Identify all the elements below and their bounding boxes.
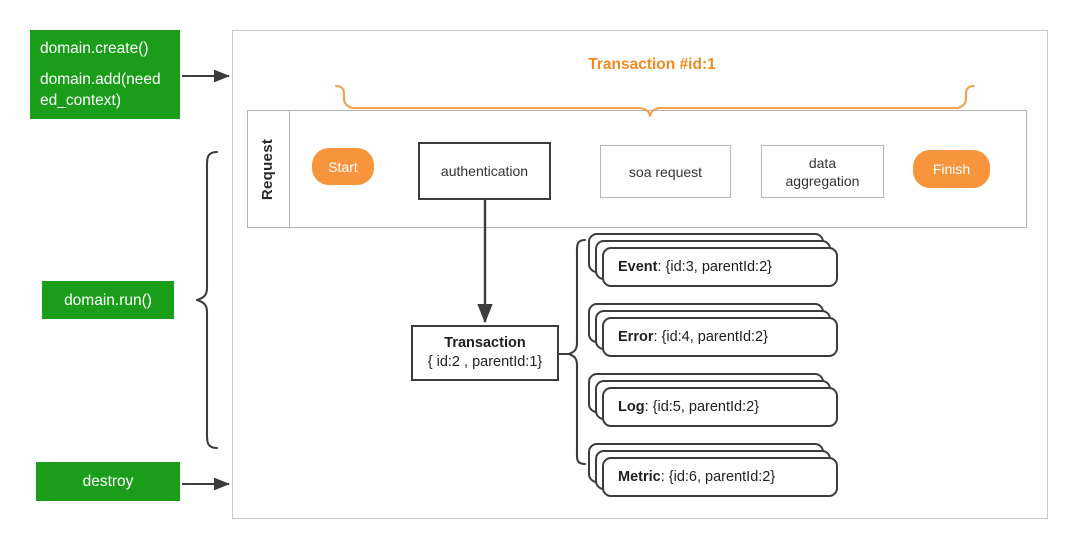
green-label-domain-create[interactable]: domain.create() domain.add(need ed_conte… xyxy=(30,30,180,119)
step-start[interactable]: Start xyxy=(312,148,374,185)
transaction-title: Transaction #id:1 xyxy=(588,56,716,73)
step-finish[interactable]: Finish xyxy=(913,150,990,188)
card-body-metric: : {id:6, parentId:2} xyxy=(660,469,776,485)
transaction-node-detail: { id:2 , parentId:1} xyxy=(427,354,543,370)
green-label-destroy[interactable]: destroy xyxy=(36,462,180,501)
step-soa-request-label: soa request xyxy=(628,163,703,180)
label-spacer xyxy=(40,59,170,69)
step-authentication[interactable]: authentication xyxy=(418,142,551,200)
step-data-aggregation[interactable]: data aggregation xyxy=(761,145,884,198)
green-label-line-1: domain.run() xyxy=(64,291,152,309)
green-label-line-1: destroy xyxy=(82,473,134,490)
card-label-metric: Metric xyxy=(618,469,661,485)
card-label-event: Event xyxy=(618,259,658,275)
card-stack-error[interactable]: Error : {id:4, parentId:2} xyxy=(588,303,838,358)
card-stack-log[interactable]: Log : {id:5, parentId:2} xyxy=(588,373,838,428)
card-body-error: : {id:4, parentId:2} xyxy=(653,329,768,345)
card-body-event: : {id:3, parentId:2} xyxy=(657,259,772,275)
card-label-log: Log xyxy=(618,399,645,415)
brace-domain-run xyxy=(195,150,219,450)
step-soa-request[interactable]: soa request xyxy=(600,145,731,198)
card-body-log: : {id:5, parentId:2} xyxy=(644,399,760,415)
card-layer-front[interactable]: Error : {id:4, parentId:2} xyxy=(602,317,838,357)
green-label-line-2: domain.add(need xyxy=(40,71,161,88)
green-label-line-3: ed_context) xyxy=(40,92,121,109)
card-layer-front[interactable]: Metric : {id:6, parentId:2} xyxy=(602,457,838,497)
card-label-error: Error xyxy=(618,329,654,345)
card-layer-front[interactable]: Log : {id:5, parentId:2} xyxy=(602,387,838,427)
request-lane-header: Request xyxy=(247,110,290,228)
step-start-label: Start xyxy=(328,158,358,175)
green-label-line-1: domain.create() xyxy=(40,40,149,57)
step-authentication-label: authentication xyxy=(440,163,529,179)
request-lane-label: Request xyxy=(259,138,277,200)
green-label-domain-run[interactable]: domain.run() xyxy=(42,281,174,319)
transaction-node-title: Transaction xyxy=(444,335,526,351)
card-stack-metric[interactable]: Metric : {id:6, parentId:2} xyxy=(588,443,838,498)
card-stack-event[interactable]: Event : {id:3, parentId:2} xyxy=(588,233,838,288)
step-data-aggregation-label: data aggregation xyxy=(785,154,860,189)
card-layer-front[interactable]: Event : {id:3, parentId:2} xyxy=(602,247,838,287)
transaction-node[interactable]: Transaction { id:2 , parentId:1} xyxy=(411,325,559,381)
step-finish-label: Finish xyxy=(932,161,971,177)
